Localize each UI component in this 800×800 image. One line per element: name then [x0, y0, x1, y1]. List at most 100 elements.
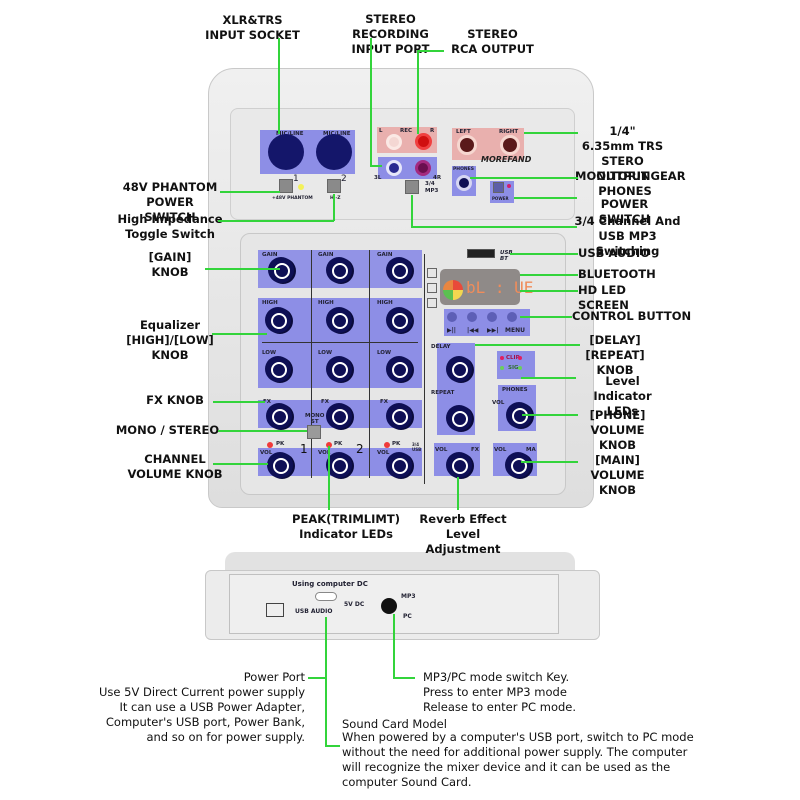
usb-c-port[interactable] [315, 592, 337, 601]
hi-z-button[interactable] [327, 179, 341, 193]
dc-5v-label: 5V DC [344, 601, 365, 608]
channel-number-strip-1: 1 [300, 442, 308, 456]
fx-label-3: FX [380, 399, 388, 405]
play-pause-button[interactable] [447, 312, 457, 322]
high-eq-knob-2[interactable] [326, 307, 352, 333]
label-bluetooth: BLUETOOTH [578, 267, 656, 281]
vol-label-1: VOL [260, 450, 273, 456]
leader-ch34-v [411, 195, 413, 227]
label-stereo-recording: STEREO RECORDING INPUT PORT [352, 12, 430, 56]
laptop-icon [266, 603, 284, 617]
mp3pc-description: MP3/PC mode switch Key. Press to enter M… [423, 670, 577, 714]
leader-level-leds [521, 377, 576, 379]
channel-volume-knob-2[interactable] [326, 452, 352, 478]
leader-control-button [520, 316, 572, 318]
rec-l-jack[interactable] [386, 134, 402, 150]
label-hi-z: High Impedance Toggle Switch [117, 212, 223, 241]
power-led [507, 184, 511, 188]
low-label-2: LOW [318, 350, 333, 356]
phones-jack[interactable] [456, 175, 472, 191]
sig-led-left [500, 366, 504, 370]
leader-mono-stereo [218, 430, 307, 432]
ch34-mp3-switch[interactable] [405, 180, 419, 194]
led-display-text: bL : UE [466, 278, 534, 297]
label-xlr-trs: XLR&TRS INPUT SOCKET [205, 13, 300, 42]
rear-panel [205, 552, 600, 657]
label-gain-knob: [GAIN] KNOB [148, 250, 192, 279]
input-3l-jack[interactable] [386, 160, 402, 176]
channel-divider-2 [369, 250, 370, 478]
mp3-label: MP3 [401, 593, 416, 600]
leader-usb-audio [510, 253, 578, 255]
channel-volume-knob-3[interactable] [386, 452, 412, 478]
next-button[interactable] [487, 312, 497, 322]
rec-label: REC [400, 128, 413, 134]
fx-knob-2[interactable] [326, 403, 352, 429]
using-dc-label: Using computer DC [292, 580, 368, 588]
label-mono-stereo: MONO / STEREO [115, 423, 220, 437]
low-eq-knob-2[interactable] [326, 356, 352, 382]
sound-card-description: When powered by a computer's USB port, s… [342, 730, 694, 789]
reverb-level-knob[interactable] [446, 452, 472, 478]
usb-port[interactable] [467, 249, 495, 258]
delay-knob[interactable] [446, 356, 472, 382]
xlr-input-1[interactable] [268, 134, 304, 170]
repeat-knob[interactable] [446, 405, 472, 431]
high-eq-knob-1[interactable] [265, 307, 291, 333]
mp3-pc-switch-key[interactable] [381, 598, 397, 614]
phones-label: PHONES [453, 167, 474, 172]
label-48v-phantom: 48V PHANTOM POWER SWITCH [122, 180, 218, 224]
leader-main-volume [521, 461, 578, 463]
power-switch[interactable] [493, 182, 504, 193]
play-pause-label: ▶|| [447, 327, 456, 334]
channel-number-strip-2: 2 [356, 442, 364, 456]
leader-phones [470, 177, 578, 179]
leader-gain [205, 268, 280, 270]
low-label-1: LOW [262, 350, 277, 356]
high-eq-knob-3[interactable] [386, 307, 412, 333]
xlr-input-2[interactable] [316, 134, 352, 170]
leader-mp3pc-h [393, 677, 415, 679]
channel-volume-knob-1[interactable] [267, 452, 293, 478]
delay-label: DELAY [431, 344, 451, 350]
peak-led-3 [384, 442, 390, 448]
label-peak-leds: PEAK(TRIMLIMT) Indicator LEDs [292, 512, 400, 541]
leader-xlr [278, 38, 280, 134]
eq-divider [262, 342, 418, 343]
gain-label-2: GAIN [318, 252, 334, 258]
low-eq-knob-3[interactable] [386, 356, 412, 382]
channel-number-2: 2 [341, 174, 347, 184]
leader-led-screen [520, 290, 578, 292]
fx-knob-3[interactable] [386, 403, 412, 429]
clip-led-left [500, 356, 504, 360]
phones-vol-title: PHONES [502, 387, 528, 393]
switch-mp3-label: MP3 [425, 188, 439, 194]
right-output-jack[interactable] [500, 135, 520, 155]
prev-button[interactable] [467, 312, 477, 322]
pc-label: PC [403, 613, 412, 620]
channel-number-1: 1 [293, 174, 299, 184]
menu-button[interactable] [507, 312, 517, 322]
peak-led-1 [267, 442, 273, 448]
leader-trs [524, 132, 578, 134]
gain-knob-2[interactable] [326, 257, 352, 283]
input-4r-jack[interactable] [415, 160, 431, 176]
main-volume-knob[interactable] [505, 452, 531, 478]
sig-led-right [518, 366, 522, 370]
leader-eq [212, 333, 267, 335]
rec-r-jack[interactable] [415, 133, 432, 150]
menu-label: MENU [505, 327, 525, 334]
left-output-jack[interactable] [457, 135, 477, 155]
low-eq-knob-1[interactable] [265, 356, 291, 382]
gain-knob-3[interactable] [386, 257, 412, 283]
leader-power-port-v [325, 617, 327, 747]
fx-knob-1[interactable] [266, 403, 292, 429]
phantom-power-button[interactable] [279, 179, 293, 193]
input-3l-label: 3L [374, 175, 382, 181]
rec-l-label: L [379, 128, 383, 134]
leader-ch34-h [411, 226, 577, 228]
tool-icon-1 [427, 268, 437, 278]
leader-fx [213, 401, 265, 403]
mono-stereo-button[interactable] [307, 425, 321, 439]
gain-knob-1[interactable] [268, 257, 294, 283]
